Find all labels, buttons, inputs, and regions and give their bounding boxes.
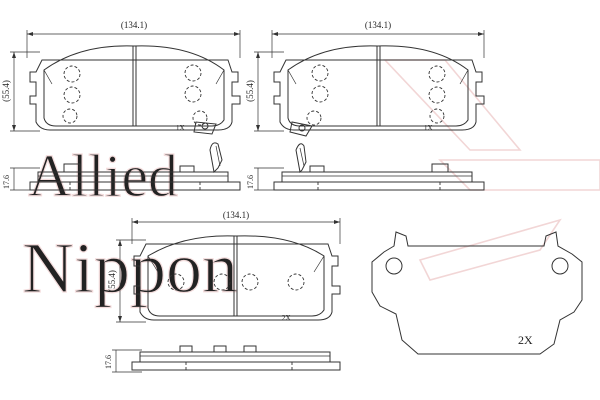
hidden-pin-circle [62,108,78,124]
wear-indicator-clip [289,121,313,137]
backing-plate-outline [273,59,485,131]
watermark-swoosh-lower [438,159,600,191]
friction-material-side [281,171,473,182]
anti-noise-tab [179,345,193,353]
hidden-pin-circle [306,110,322,126]
hidden-pin-circle [311,64,329,82]
friction-material-outline [147,235,325,317]
hidden-pin-circle [63,65,81,83]
pad-front-view-left: (134.1) (55.4) 1X [1,20,241,135]
pad-side-view-bottom: 17.6 [104,345,341,373]
friction-material-side [139,351,331,362]
width-dimension-label: (134.1) [223,210,249,220]
backing-plate-side [273,181,485,191]
friction-material-side [37,171,229,182]
quantity-label: 1X [176,124,185,132]
hidden-pin-circle [429,108,445,124]
wear-indicator-clip [193,121,217,135]
hidden-pin-circle [311,85,329,103]
height-dimension-label: (55.4) [1,80,11,102]
height-dimension-label: (55.4) [245,80,255,102]
hidden-pin-circle [184,64,202,82]
pad-front-view-bottom: (134.1) (55.4) 2X [107,210,341,323]
hidden-pin-circle [241,273,259,291]
friction-material-outline [287,45,469,127]
hidden-pin-circle [63,86,81,104]
wear-sensor-spring [295,143,307,174]
pad-front-view-right: (134.1) (55.4) 1X [245,20,485,137]
backing-plate-outline [29,59,241,131]
shim-hole [551,257,569,275]
height-dimension-label: (55.4) [107,270,117,292]
hidden-pin-circle [428,65,446,83]
anti-squeal-shim: 2X [371,231,583,355]
hidden-pin-circle [213,273,231,291]
friction-material-outline [43,45,225,127]
backing-plate-side [29,181,241,191]
quantity-label: 2X [282,314,291,322]
hidden-pin-circle [184,85,202,103]
hidden-pin-circle [287,273,305,291]
pad-side-view-left: 17.6 [2,142,241,191]
thickness-dimension-label: 17.6 [246,175,255,189]
pad-side-view-right: 17.6 [246,143,485,191]
quantity-label: 1X [424,124,433,132]
shim-outline [371,231,583,355]
hidden-pin-circle [167,273,185,291]
shim-hole [385,257,403,275]
width-dimension-label: (134.1) [365,20,391,30]
width-dimension-label: (134.1) [121,20,147,30]
anti-noise-tab [63,163,81,173]
anti-noise-tab [431,163,449,173]
shim-quantity-label: 2X [518,333,533,347]
wear-sensor-spring [209,142,223,174]
thickness-dimension-label: 17.6 [104,355,113,369]
watermark-swoosh-small [418,218,562,281]
watermark-text-nippon: Nippon [22,228,238,308]
backing-plate-outline [133,243,341,321]
backing-plate-side [131,361,341,371]
hidden-pin-circle [192,110,208,126]
thickness-dimension-label: 17.6 [2,175,11,189]
watermark-swoosh-upper [383,59,522,151]
hidden-pin-circle [428,86,446,104]
